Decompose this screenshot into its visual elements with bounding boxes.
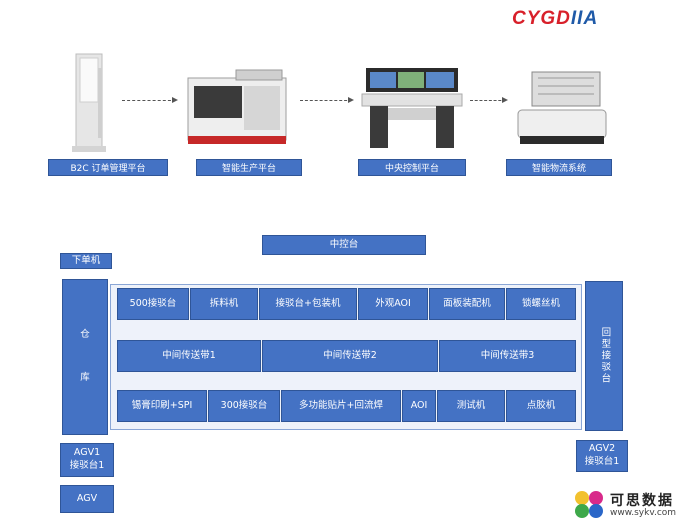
agv1-dock-box: AGV1 接驳台1 xyxy=(60,443,114,477)
watermark-url: www.sykv.com xyxy=(610,508,677,518)
conveyor-3: 中间传送带3 xyxy=(439,340,576,372)
station-screw-locking: 锁螺丝机 xyxy=(506,288,576,320)
kiosk-icon xyxy=(72,53,106,152)
order-machine-box: 下单机 xyxy=(60,253,112,269)
platform-label-logistics: 智能物流系统 xyxy=(506,159,612,176)
control-center-box: 中控台 xyxy=(262,235,426,255)
agv1-dock-label: 接驳台1 xyxy=(69,460,105,471)
station-smt-reflow: 多功能贴片+回流焊 xyxy=(281,390,401,422)
station-dock-packaging: 接驳台+包装机 xyxy=(259,288,357,320)
station-300-dock: 300接驳台 xyxy=(208,390,280,422)
flow-arrow-2 xyxy=(300,97,354,103)
station-500-dock: 500接驳台 xyxy=(117,288,189,320)
conveyor-1: 中间传送带1 xyxy=(117,340,261,372)
return-dock-box: 回型接驳台 xyxy=(585,281,623,431)
station-dispenser: 点胶机 xyxy=(506,390,576,422)
conveyor-2: 中间传送带2 xyxy=(262,340,438,372)
flow-arrow-1 xyxy=(122,97,178,103)
station-unpacking: 拆料机 xyxy=(190,288,258,320)
station-tester: 测试机 xyxy=(437,390,505,422)
station-solder-print-spi: 锡膏印刷+SPI xyxy=(117,390,207,422)
control-console-icon xyxy=(361,68,463,148)
agv-robot-icon xyxy=(517,71,607,144)
company-logo: CYGDIIA xyxy=(512,8,599,29)
agv-box: AGV xyxy=(60,485,114,513)
agv2-dock-box: AGV2 接驳台1 xyxy=(576,440,628,472)
agv2-dock-label: 接驳台1 xyxy=(584,456,620,467)
station-panel-assembly: 面板装配机 xyxy=(429,288,505,320)
warehouse-label-bottom: 库 xyxy=(80,372,90,383)
platform-label-production: 智能生产平台 xyxy=(196,159,302,176)
warehouse-box: 仓 库 xyxy=(62,279,108,435)
production-machine-icon xyxy=(187,69,287,144)
agv2-label: AGV2 xyxy=(588,443,616,455)
station-visual-aoi: 外观AOI xyxy=(358,288,428,320)
watermark-logo-icon xyxy=(575,491,603,518)
agv1-label: AGV1 xyxy=(73,447,101,459)
platform-label-b2c: B2C 订单管理平台 xyxy=(48,159,168,176)
watermark-title: 可思数据 xyxy=(610,493,674,509)
platform-label-control: 中央控制平台 xyxy=(358,159,466,176)
flow-arrow-3 xyxy=(470,97,508,103)
warehouse-label-top: 仓 xyxy=(80,329,90,341)
station-aoi: AOI xyxy=(402,390,436,422)
